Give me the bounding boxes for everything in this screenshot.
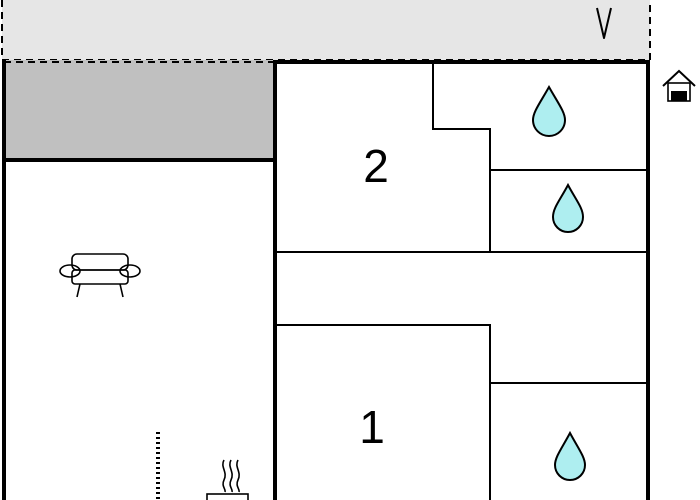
covered-area [4,60,275,160]
terrace-area [2,0,650,60]
water-drop-icon [553,430,587,481]
outer-wall-main [273,60,650,500]
room-label-bedroom-2: 2 [363,140,389,192]
water-drop-icon [551,182,585,233]
wall-bedroom-1-top [275,324,491,500]
north-arrow-icon [596,7,612,39]
stove-icon [206,459,249,500]
house-entrance-icon [662,69,696,102]
room-label-bedroom-1: 1 [359,401,385,453]
sofa-icon [59,253,141,298]
water-drop-icon [531,84,567,137]
wall-bedroom-2-bath-notch [432,62,491,252]
